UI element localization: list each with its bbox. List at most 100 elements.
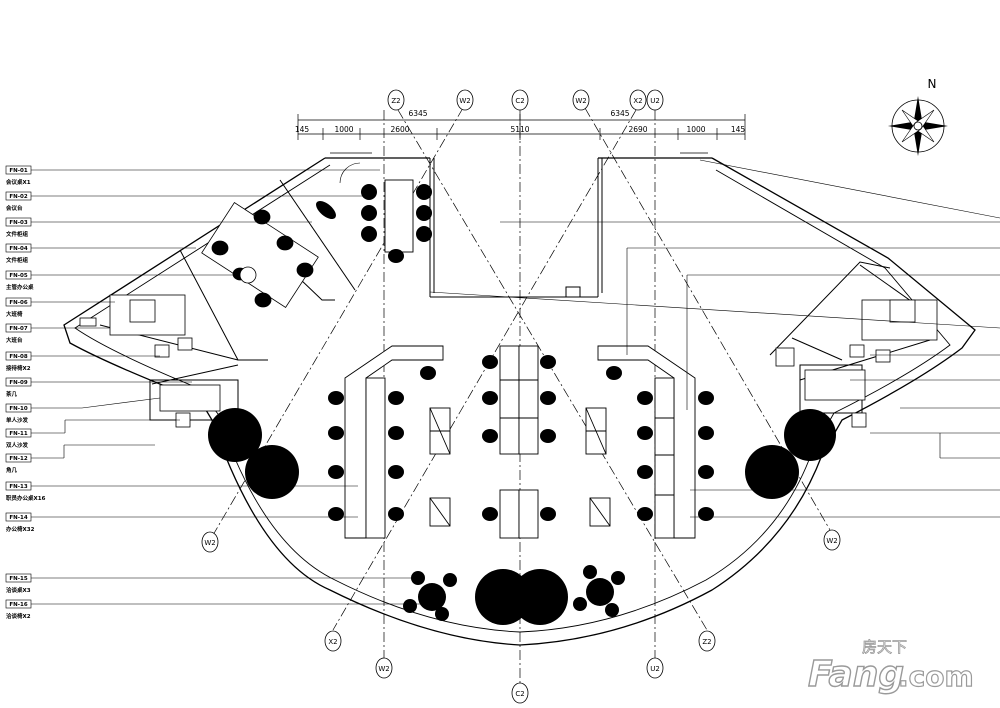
dim-seg-5: 2690 bbox=[628, 125, 647, 134]
dim-seg-1: 145 bbox=[295, 125, 310, 134]
round-columns bbox=[208, 408, 836, 625]
fang-logo: 房天下 Fang .com bbox=[807, 638, 974, 696]
label-fn-09: FN-09 茶几 bbox=[5, 377, 32, 398]
dim-total-right: 6345 bbox=[610, 109, 629, 118]
label-fn-02: FN-02 会议台 bbox=[5, 191, 32, 212]
svg-text:FN-11: FN-11 bbox=[9, 431, 27, 437]
svg-text:FN-03: FN-03 bbox=[9, 220, 27, 226]
axis-bubble-u2-top: U2 bbox=[646, 89, 664, 111]
axis-bubble-c2-top: C2 bbox=[511, 89, 529, 111]
svg-text:X2: X2 bbox=[328, 638, 337, 646]
axis-bubble-c2-bottom: C2 bbox=[511, 682, 529, 704]
workstation-clusters bbox=[344, 345, 696, 539]
svg-text:会议桌X1: 会议桌X1 bbox=[6, 178, 31, 186]
label-fn-08: FN-08 接待椅X2 bbox=[5, 351, 32, 372]
leader-lines-right bbox=[429, 159, 1000, 518]
office-chairs bbox=[328, 355, 714, 521]
svg-text:U2: U2 bbox=[650, 665, 660, 673]
svg-text:文件柜组: 文件柜组 bbox=[6, 256, 29, 264]
dim-seg-4: 5110 bbox=[510, 125, 529, 134]
svg-text:角几: 角几 bbox=[6, 466, 18, 474]
svg-text:X2: X2 bbox=[633, 97, 642, 105]
svg-text:W2: W2 bbox=[204, 539, 215, 547]
svg-text:会议台: 会议台 bbox=[6, 204, 23, 212]
label-fn-14: FN-14 办公椅X32 bbox=[5, 512, 35, 533]
label-fn-04: FN-04 文件柜组 bbox=[5, 243, 32, 264]
dimension-values: 6345 6345 145 1000 2600 5110 2690 1000 1… bbox=[295, 109, 746, 134]
axis-bubble-z2-bottom: Z2 bbox=[698, 630, 716, 652]
svg-text:W2: W2 bbox=[826, 537, 837, 545]
meeting-room bbox=[316, 162, 432, 263]
dimension-lines bbox=[297, 114, 746, 140]
label-fn-12: FN-12 角几 bbox=[5, 453, 32, 474]
svg-text:Z2: Z2 bbox=[702, 638, 711, 646]
svg-text:主管办公桌: 主管办公桌 bbox=[6, 283, 34, 291]
svg-text:FN-08: FN-08 bbox=[9, 354, 27, 360]
svg-text:W2: W2 bbox=[575, 97, 586, 105]
svg-text:大班椅: 大班椅 bbox=[6, 310, 23, 318]
dim-seg-3: 2600 bbox=[390, 125, 409, 134]
svg-text:FN-14: FN-14 bbox=[9, 515, 27, 521]
svg-text:FN-01: FN-01 bbox=[9, 168, 27, 174]
axis-bubble-x2-top: X2 bbox=[629, 89, 647, 111]
axis-bubble-w2-top-right: W2 bbox=[572, 89, 590, 111]
label-fn-01: FN-01 会议桌X1 bbox=[5, 165, 32, 186]
label-fn-05: FN-05 主管办公桌 bbox=[5, 270, 34, 291]
svg-text:FN-10: FN-10 bbox=[9, 406, 27, 412]
svg-text:C2: C2 bbox=[515, 690, 524, 698]
svg-text:接待椅X2: 接待椅X2 bbox=[6, 364, 31, 372]
svg-text:W2: W2 bbox=[459, 97, 470, 105]
svg-text:FN-12: FN-12 bbox=[9, 456, 27, 462]
axis-bubble-w2-bottom: W2 bbox=[375, 657, 393, 679]
axis-bubble-w2-top-left: W2 bbox=[456, 89, 474, 111]
svg-text:FN-02: FN-02 bbox=[9, 194, 27, 200]
svg-text:单人沙发: 单人沙发 bbox=[6, 416, 29, 424]
svg-text:双人沙发: 双人沙发 bbox=[6, 441, 29, 449]
svg-text:FN-13: FN-13 bbox=[9, 484, 27, 490]
svg-text:Z2: Z2 bbox=[391, 97, 400, 105]
svg-text:.com: .com bbox=[898, 660, 974, 693]
lounge-tables bbox=[403, 565, 625, 621]
svg-text:文件柜组: 文件柜组 bbox=[6, 230, 29, 238]
label-fn-10: FN-10 单人沙发 bbox=[5, 403, 32, 424]
svg-text:FN-07: FN-07 bbox=[9, 326, 27, 332]
axis-bubble-z2-top: Z2 bbox=[387, 89, 405, 111]
svg-text:房天下: 房天下 bbox=[862, 638, 907, 656]
label-fn-06: FN-06 大班椅 bbox=[5, 297, 32, 318]
compass-north-label: N bbox=[928, 77, 937, 91]
svg-text:U2: U2 bbox=[650, 97, 660, 105]
dim-seg-7: 145 bbox=[731, 125, 746, 134]
svg-text:职员办公桌X16: 职员办公桌X16 bbox=[6, 494, 46, 502]
svg-text:FN-16: FN-16 bbox=[9, 602, 27, 608]
svg-text:洽谈桌X3: 洽谈桌X3 bbox=[6, 586, 31, 594]
axis-bubble-w2-right: W2 bbox=[823, 529, 841, 551]
svg-text:茶几: 茶几 bbox=[5, 390, 18, 398]
dim-seg-6: 1000 bbox=[686, 125, 705, 134]
svg-text:FN-09: FN-09 bbox=[9, 380, 27, 386]
label-fn-11: FN-11 双人沙发 bbox=[5, 428, 32, 449]
svg-text:Fang: Fang bbox=[808, 654, 904, 695]
label-fn-16: FN-16 洽谈椅X2 bbox=[5, 599, 32, 620]
svg-text:FN-05: FN-05 bbox=[9, 273, 27, 279]
dim-total-left: 6345 bbox=[408, 109, 427, 118]
svg-text:W2: W2 bbox=[378, 665, 389, 673]
label-fn-13: FN-13 职员办公桌X16 bbox=[5, 481, 46, 502]
axis-bubble-x2-bottom: X2 bbox=[324, 630, 342, 652]
svg-text:洽谈椅X2: 洽谈椅X2 bbox=[6, 612, 31, 620]
axis-markers: Z2 W2 C2 W2 X2 U2 W2 X2 W2 C2 U2 Z2 W2 bbox=[201, 89, 841, 704]
svg-text:FN-04: FN-04 bbox=[9, 246, 27, 252]
svg-text:FN-06: FN-06 bbox=[9, 300, 27, 306]
svg-text:C2: C2 bbox=[515, 97, 524, 105]
left-office-furniture bbox=[79, 202, 319, 428]
axis-bubble-w2-left: W2 bbox=[201, 531, 219, 553]
label-fn-15: FN-15 洽谈桌X3 bbox=[5, 573, 32, 594]
axis-bubble-u2-bottom: U2 bbox=[646, 657, 664, 679]
label-fn-03: FN-03 文件柜组 bbox=[5, 217, 32, 238]
dim-seg-2: 1000 bbox=[334, 125, 353, 134]
leader-lines-left bbox=[30, 169, 420, 605]
svg-text:FN-15: FN-15 bbox=[9, 576, 27, 582]
svg-text:办公椅X32: 办公椅X32 bbox=[6, 525, 35, 533]
